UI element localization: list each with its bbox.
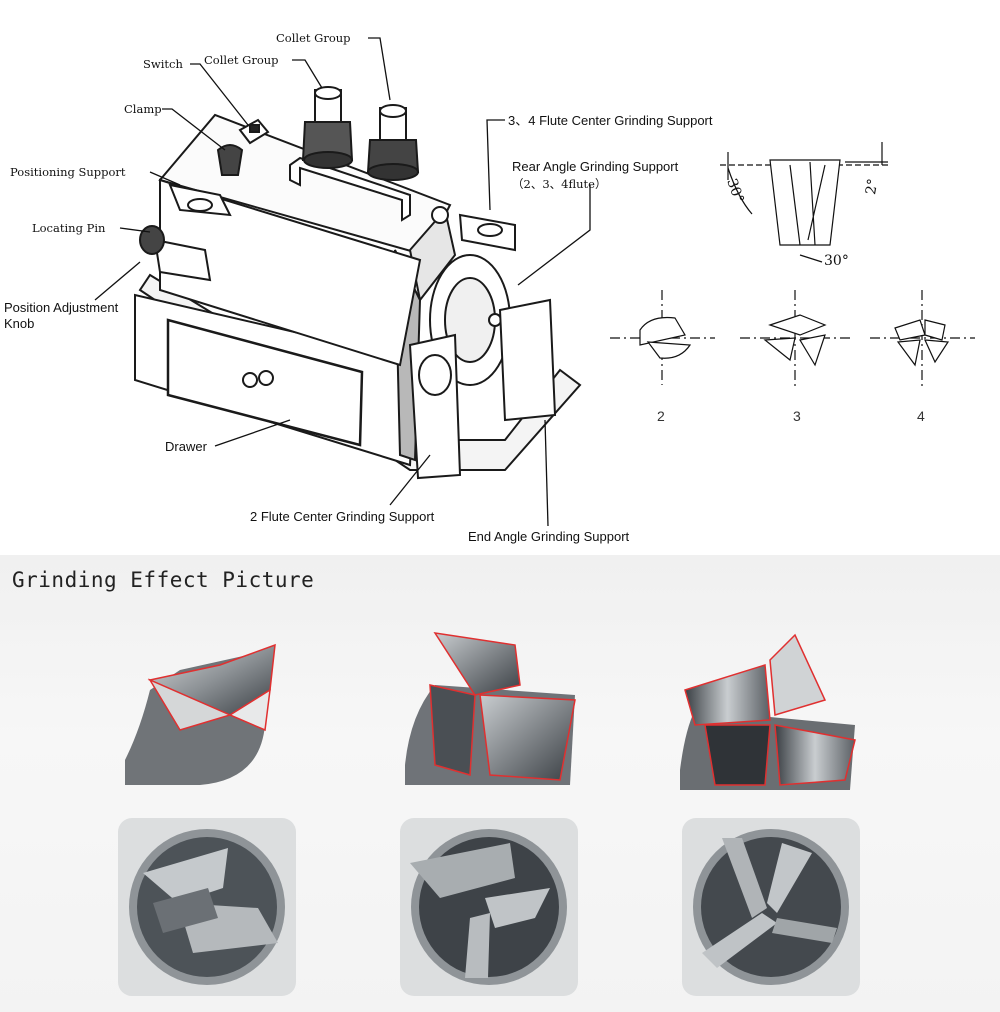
angle-label-30-bottom: 30°: [824, 253, 849, 269]
label-collet-group-right: Collet Group: [276, 31, 351, 45]
effect-photo-3-flute-end: [400, 818, 578, 996]
effect-photo-4-flute-end: [682, 818, 860, 996]
label-position-adjustment: Position Adjustment: [4, 300, 119, 315]
label-two-flute-center: 2 Flute Center Grinding Support: [250, 509, 435, 524]
flute-view-3: [740, 290, 850, 390]
flute-view-4: [870, 290, 975, 388]
angle-label-2: 2°: [863, 178, 882, 196]
machine-diagram: Collet Group Collet Group Switch Clamp P…: [4, 31, 975, 544]
effect-photo-4-flute-side: [680, 633, 856, 790]
flute-view-2: [610, 290, 715, 385]
flute-number-4: 4: [917, 408, 925, 424]
label-three-four-flute-center: 3、4 Flute Center Grinding Support: [508, 113, 713, 128]
flute-number-3: 3: [793, 408, 801, 424]
effect-photo-2-flute-side: [125, 643, 276, 785]
effect-photo-2-flute-end: [118, 818, 296, 996]
label-positioning-support: Positioning Support: [10, 165, 126, 179]
label-end-angle: End Angle Grinding Support: [468, 529, 630, 544]
label-switch: Switch: [143, 57, 183, 71]
label-rear-angle: Rear Angle Grinding Support: [512, 159, 679, 174]
label-drawer: Drawer: [165, 439, 208, 454]
angle-detail-drawing: [720, 142, 890, 263]
grinder-machine: [134, 86, 582, 480]
section-title: Grinding Effect Picture: [12, 568, 315, 592]
effect-photo-3-flute-side: [405, 632, 576, 785]
angle-label-30-left: 30°: [723, 177, 747, 206]
label-locating-pin: Locating Pin: [32, 221, 106, 235]
label-clamp: Clamp: [124, 102, 162, 116]
label-position-adjustment-knob: Knob: [4, 316, 34, 331]
label-rear-angle-flutes: （2、3、4flute）: [512, 177, 606, 191]
machine-diagram-panel: Collet Group Collet Group Switch Clamp P…: [4, 31, 975, 544]
label-collet-group-left: Collet Group: [204, 53, 279, 67]
leader-lines: [94, 37, 591, 527]
flute-number-2: 2: [657, 408, 665, 424]
